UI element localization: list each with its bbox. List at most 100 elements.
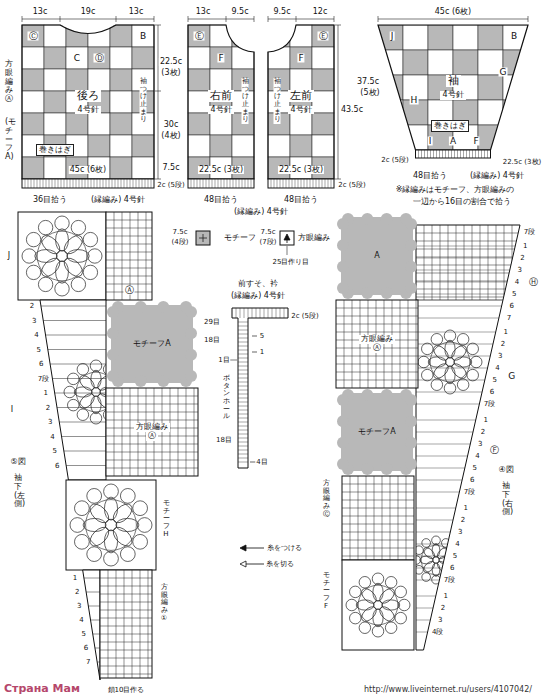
chart-label: 1 xyxy=(72,575,78,582)
chart-line xyxy=(416,344,493,345)
motif-loop xyxy=(90,360,102,372)
chart-line xyxy=(239,179,240,188)
motif-loop xyxy=(431,379,443,391)
chart-line xyxy=(274,179,275,188)
vertical-label: 方眼編み① xyxy=(161,584,168,622)
chart-line xyxy=(130,179,131,188)
motif-shaded xyxy=(341,217,413,295)
checker-cell xyxy=(44,157,66,179)
chart-label: 48目拾う xyxy=(283,196,319,204)
checker-cell xyxy=(22,91,44,113)
checker-cell xyxy=(312,25,334,47)
motif-loop xyxy=(87,547,102,562)
chart-line xyxy=(466,150,467,158)
checker-cell xyxy=(290,113,312,135)
chart-line xyxy=(40,179,41,188)
chart-line xyxy=(430,150,431,158)
grid-block: 方眼編みⒶ xyxy=(336,300,418,388)
motif-scallop xyxy=(381,463,393,475)
checker-cell xyxy=(44,25,66,47)
chart-label: 13c xyxy=(32,8,49,16)
chart-line xyxy=(73,179,74,188)
chart-label: 37.5c xyxy=(356,78,380,86)
motif-scallop xyxy=(361,287,373,299)
chart-label: 4 xyxy=(514,279,520,286)
chart-line xyxy=(416,233,520,234)
chart-label: 1 xyxy=(483,417,489,424)
vertical-label: モチーフF xyxy=(323,572,330,610)
chart-line xyxy=(336,372,418,373)
motif-loop xyxy=(75,501,90,516)
checker-cell xyxy=(22,25,44,47)
chart-line xyxy=(416,249,520,250)
chart-label: 22.5c xyxy=(159,58,183,66)
chart-line xyxy=(252,336,257,337)
chart-line xyxy=(416,300,520,301)
motif-block: モチーフA xyxy=(106,300,198,388)
chart-line xyxy=(336,316,418,317)
checker-cell xyxy=(210,135,232,157)
checker-cell xyxy=(22,47,44,69)
checker-cell xyxy=(312,69,334,91)
chart-label: 30c xyxy=(163,121,180,129)
motif-petal xyxy=(359,586,379,606)
motif-loop xyxy=(133,534,148,549)
chart-label: 45c (6枚) xyxy=(434,8,472,16)
chart-line xyxy=(390,476,391,560)
motif-scallop xyxy=(135,375,147,387)
chart-line xyxy=(106,396,198,397)
motif-petal xyxy=(110,524,136,550)
motif-petal xyxy=(420,556,433,564)
front-band-outline xyxy=(232,308,288,468)
chart-line xyxy=(52,378,106,379)
motif-loop xyxy=(346,599,358,611)
motif-loop xyxy=(415,546,424,555)
chart-line xyxy=(416,432,473,433)
sleeve-outline xyxy=(378,25,528,150)
chart-line xyxy=(313,179,314,188)
motif-loop xyxy=(422,343,434,355)
chart-line xyxy=(416,246,515,247)
chart-line xyxy=(25,179,26,188)
motif-petal xyxy=(449,361,469,381)
grid-block xyxy=(106,212,152,300)
chart-line xyxy=(268,16,269,22)
chart-line xyxy=(342,484,414,485)
chart-line xyxy=(342,492,414,493)
chart-line xyxy=(238,414,248,415)
vertical-label: 方眼編みⒸ xyxy=(323,480,330,518)
chart-line xyxy=(400,300,401,388)
chart-label: 4 xyxy=(49,433,55,440)
chart-line xyxy=(122,388,123,476)
chart-line xyxy=(481,150,482,158)
chart-line xyxy=(100,658,152,659)
chart-line xyxy=(138,212,139,300)
motif-loop xyxy=(77,409,89,421)
chart-line xyxy=(416,270,510,271)
motif-loop xyxy=(87,489,102,504)
motif-scallop xyxy=(400,213,412,225)
chart-line xyxy=(227,179,228,188)
chart-line xyxy=(238,350,248,351)
chart-label: (縁編み) 4号針 xyxy=(233,208,289,216)
chart-label: B xyxy=(510,32,518,41)
part-note: 4号針 xyxy=(75,106,100,115)
chart-label: (縁編み) 4号針 xyxy=(469,172,525,180)
seam-label: 巻きはぎ xyxy=(431,120,469,132)
chart-label: 2 xyxy=(519,255,525,262)
checker-cell xyxy=(312,47,334,69)
motif-loop xyxy=(467,369,479,381)
motif-petal xyxy=(91,396,101,414)
chart-line xyxy=(338,25,339,179)
chart-line xyxy=(280,308,281,318)
part-name: モチーフA xyxy=(356,428,397,437)
chart-line xyxy=(67,179,68,188)
chart-line xyxy=(93,634,100,635)
chart-label: 2 xyxy=(45,404,51,411)
chart-label: 1 xyxy=(463,505,469,512)
chart-label: 1 xyxy=(259,349,265,356)
chart-line xyxy=(268,308,269,318)
motif-petal xyxy=(74,387,92,397)
chart-label: Ⓗ xyxy=(528,278,539,287)
chart-line xyxy=(100,602,152,603)
